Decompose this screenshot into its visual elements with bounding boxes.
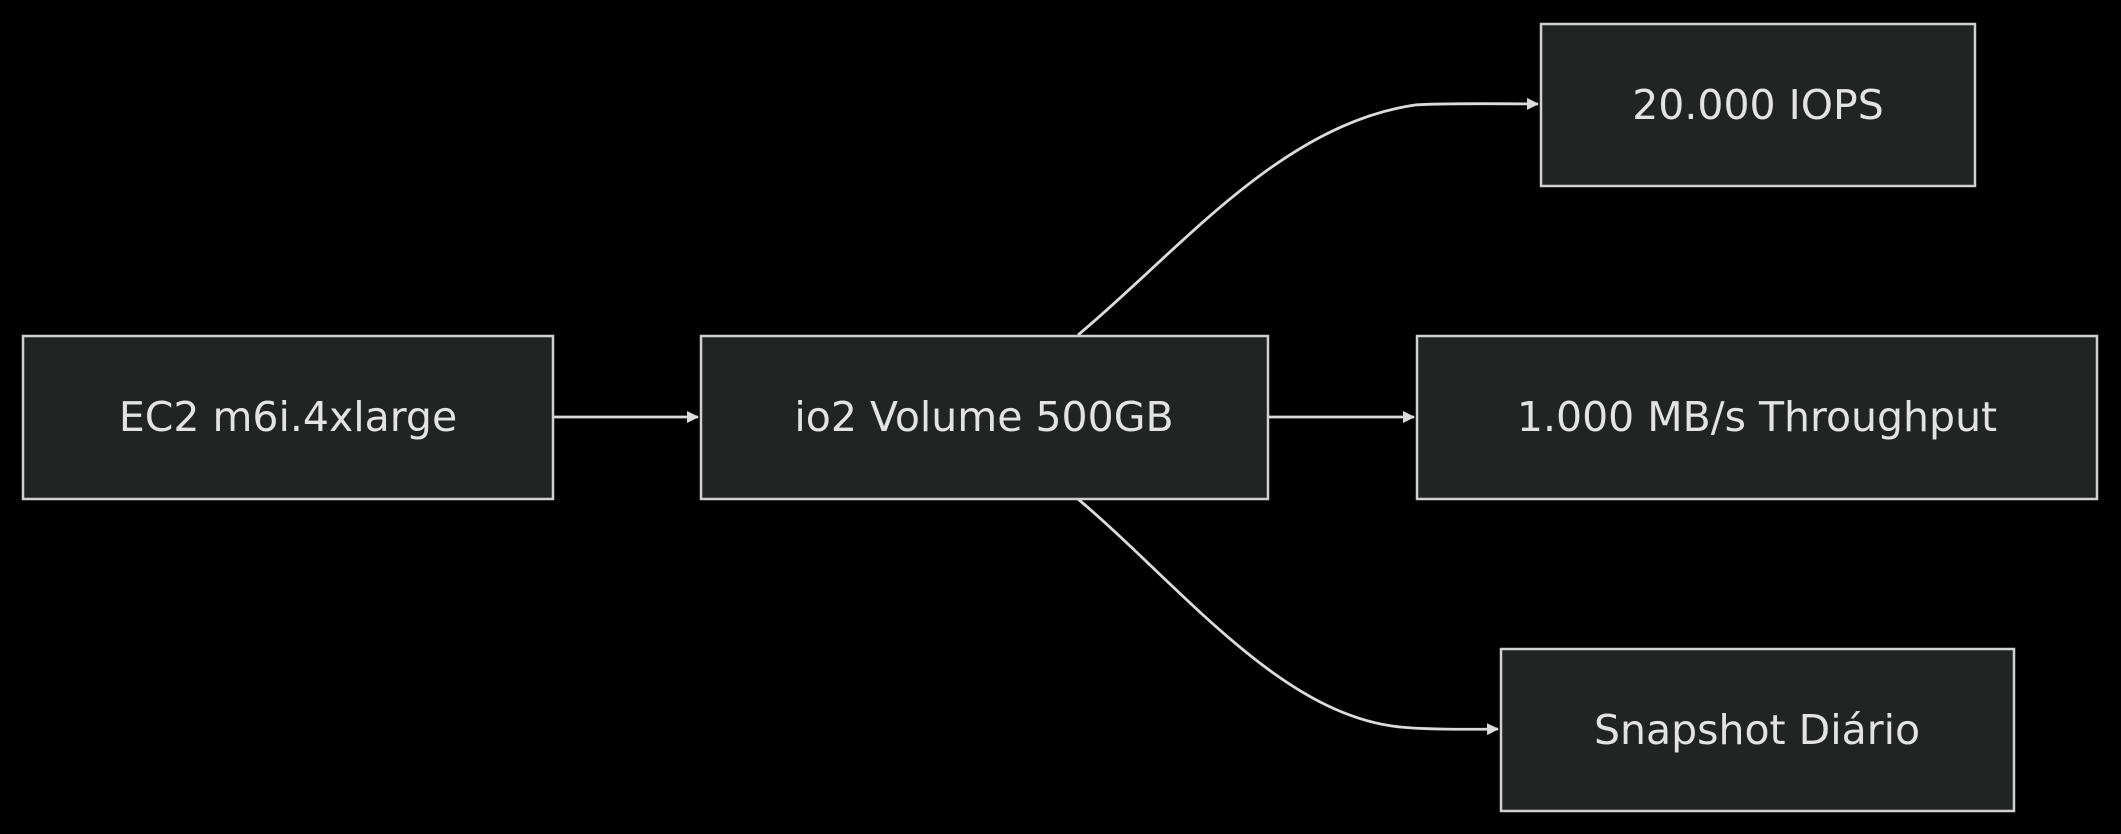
node-label: io2 Volume 500GB <box>794 393 1173 441</box>
node-box <box>21 334 555 501</box>
node-box <box>1539 22 1977 188</box>
node-iops[interactable]: 20.000 IOPS <box>1539 22 1977 188</box>
node-box <box>1415 334 2099 501</box>
edge-volume-to-iops <box>1077 97 1539 337</box>
node-box <box>1499 647 2016 813</box>
node-snapshot[interactable]: Snapshot Diário <box>1499 647 2016 813</box>
edges <box>553 97 1539 736</box>
node-throughput[interactable]: 1.000 MB/s Throughput <box>1415 334 2099 501</box>
node-label: 20.000 IOPS <box>1632 81 1884 129</box>
node-ec2-instance[interactable]: EC2 m6i.4xlarge <box>21 334 555 501</box>
edge-volume-to-snapshot <box>1077 497 1499 736</box>
node-label: 1.000 MB/s Throughput <box>1517 393 1997 441</box>
node-label: Snapshot Diário <box>1594 706 1920 754</box>
node-box <box>699 334 1270 501</box>
node-io2-volume[interactable]: io2 Volume 500GB <box>699 334 1270 501</box>
node-label: EC2 m6i.4xlarge <box>119 393 457 441</box>
